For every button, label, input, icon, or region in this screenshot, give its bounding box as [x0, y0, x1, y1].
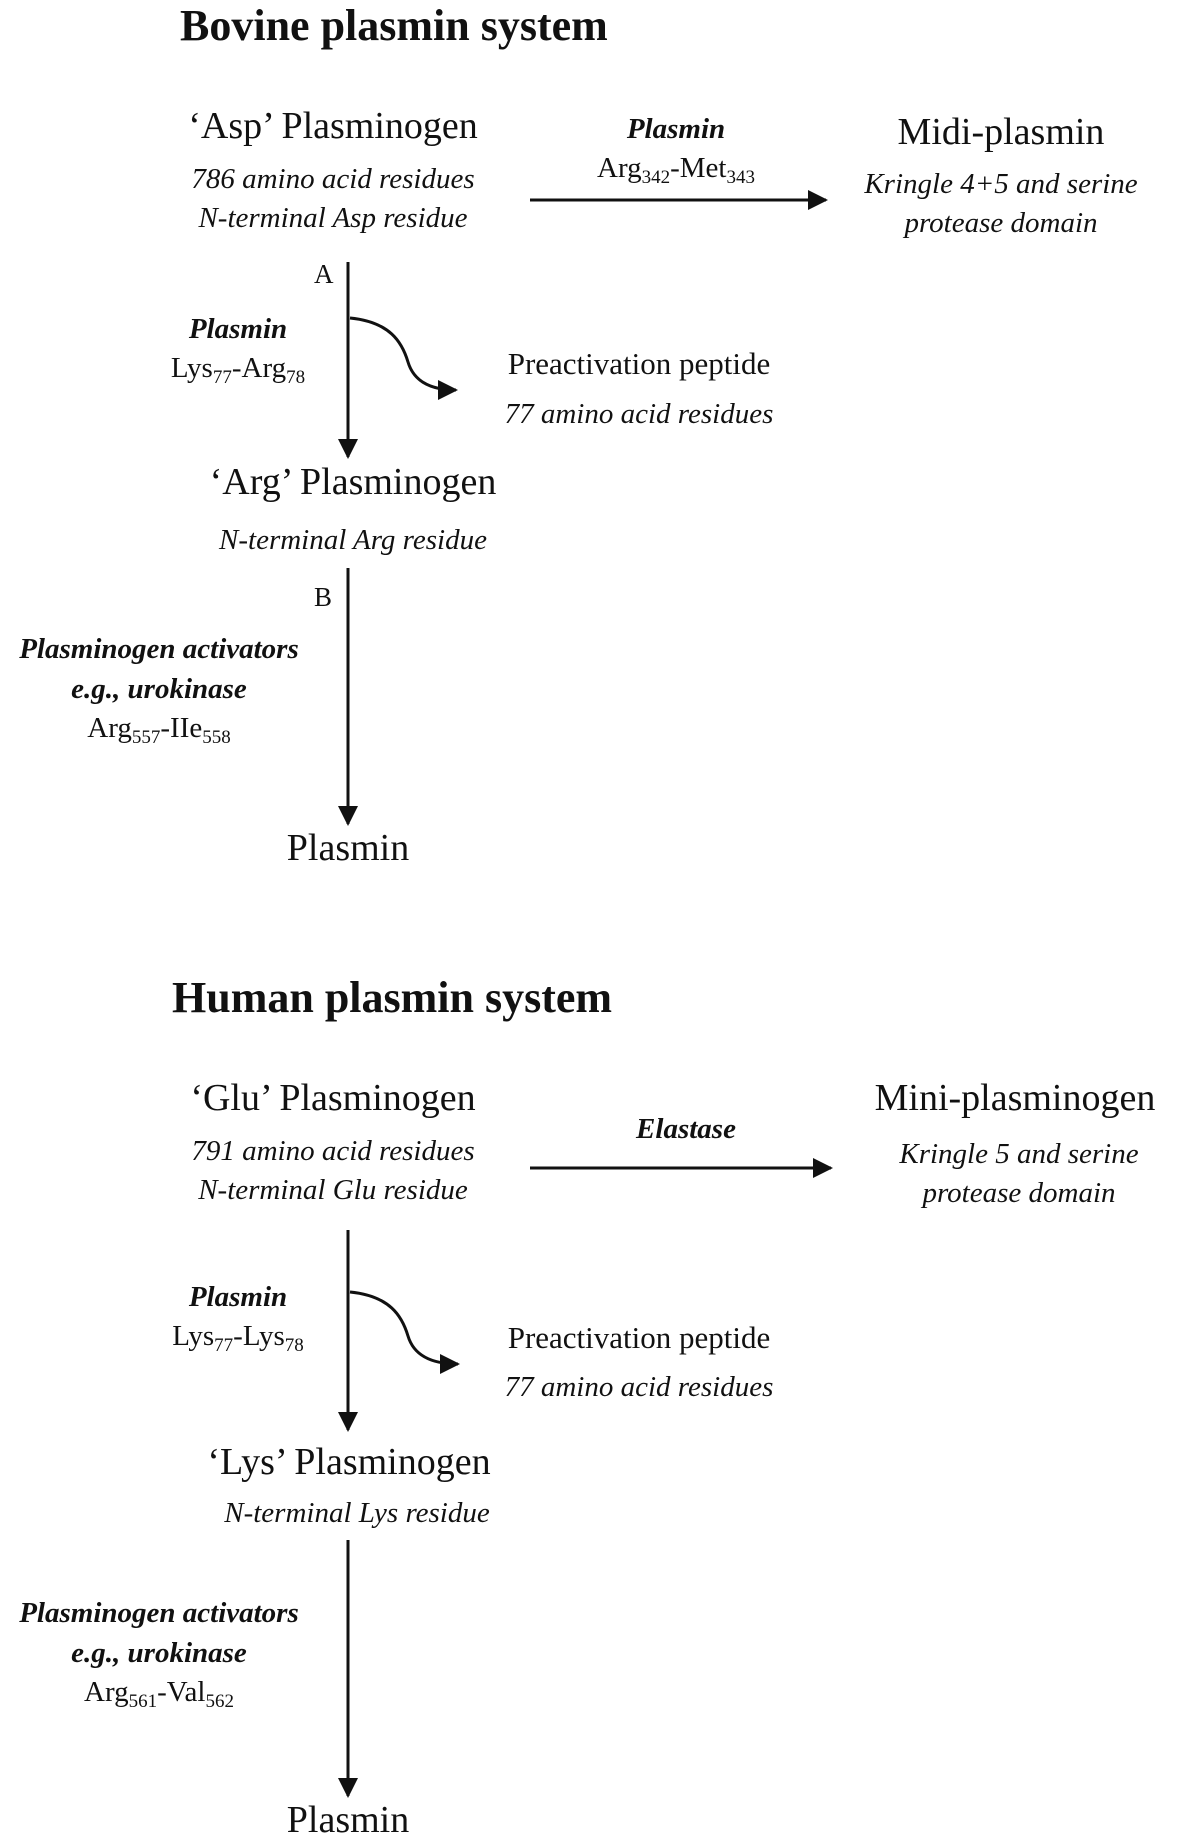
bovine-peptide-residue-count: 77 amino acid residues: [504, 398, 774, 430]
bovine-midi-domains-line2: protease domain: [904, 207, 1098, 239]
human-step-a-enzyme: Plasmin: [188, 1281, 288, 1313]
bovine-asp-residue-count: 786 amino acid residues: [191, 163, 475, 195]
bovine-midi-domains-line1: Kringle 4+5 and serine: [864, 168, 1138, 200]
human-mini-domains-line2: protease domain: [922, 1177, 1116, 1209]
human-peptide-residue-count: 77 amino acid residues: [504, 1371, 774, 1403]
human-mini-plasminogen: Mini-plasminogen: [874, 1077, 1156, 1119]
human-step-b-enzyme-line1: Plasminogen activators: [19, 1597, 299, 1629]
human-step-b-cleavage-site: Arg561-Val562: [84, 1676, 234, 1712]
human-side-enzyme: Elastase: [636, 1113, 736, 1145]
bovine-plasmin-product: Plasmin: [286, 827, 410, 869]
bovine-arg-n-terminal: N-terminal Arg residue: [219, 524, 487, 556]
bovine-midi-plasmin: Midi-plasmin: [897, 111, 1105, 153]
human-step-a-cleavage-site: Lys77-Lys78: [172, 1320, 304, 1356]
bovine-step-b-enzyme-line1: Plasminogen activators: [19, 633, 299, 665]
bovine-step-a-cleavage-site: Lys77-Arg78: [170, 352, 306, 388]
human-lys-plasminogen: ‘Lys’ Plasminogen: [207, 1441, 491, 1483]
human-glu-residue-count: 791 amino acid residues: [191, 1135, 475, 1167]
bovine-title: Bovine plasmin system: [180, 1, 608, 50]
bovine-step-b-enzyme-line2: e.g., urokinase: [71, 673, 247, 705]
human-glu-n-terminal: N-terminal Glu residue: [198, 1174, 468, 1206]
bovine-asp-n-terminal: N-terminal Asp residue: [198, 202, 468, 234]
human-title: Human plasmin system: [172, 973, 613, 1022]
bovine-preactivation-peptide: Preactivation peptide: [507, 346, 771, 381]
bovine-side-cleavage-site: Arg342-Met343: [597, 152, 755, 188]
bovine-arg-plasminogen: ‘Arg’ Plasminogen: [209, 461, 497, 503]
bovine-side-enzyme: Plasmin: [626, 113, 726, 145]
bovine-step-a-enzyme: Plasmin: [188, 313, 288, 345]
human-peptide-release-arrow: [349, 1290, 460, 1374]
bovine-peptide-release-arrow: [349, 316, 458, 400]
bovine-step-b-cleavage-site: Arg557-IIe558: [87, 712, 231, 748]
human-step-b-enzyme-line2: e.g., urokinase: [71, 1637, 247, 1669]
human-mini-domains-line1: Kringle 5 and serine: [899, 1138, 1139, 1170]
human-lys-n-terminal: N-terminal Lys residue: [224, 1497, 490, 1529]
bovine-step-b-label: B: [314, 582, 333, 612]
bovine-asp-plasminogen: ‘Asp’ Plasminogen: [188, 105, 478, 147]
human-plasmin-product: Plasmin: [286, 1799, 410, 1841]
bovine-step-a-label: A: [314, 259, 334, 289]
human-preactivation-peptide: Preactivation peptide: [507, 1320, 771, 1355]
human-glu-plasminogen: ‘Glu’ Plasminogen: [190, 1077, 476, 1119]
